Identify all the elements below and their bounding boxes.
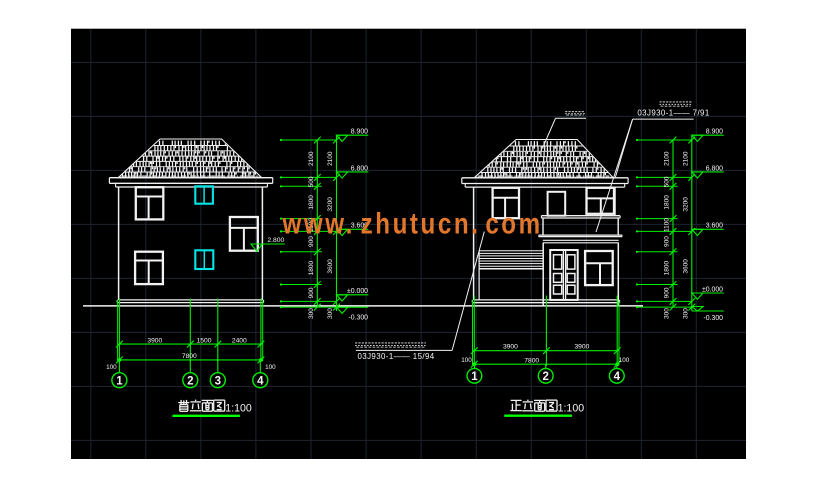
svg-text:100: 100 [106,364,117,371]
svg-text:www.zhutucn.com: www.zhutucn.com [282,207,543,240]
svg-text:1800: 1800 [664,260,671,275]
svg-text:1: 1 [116,375,123,387]
svg-text:4: 4 [614,371,621,383]
svg-text:2400: 2400 [232,337,247,344]
svg-text:100: 100 [461,357,472,364]
svg-text:1800: 1800 [664,195,671,210]
svg-text:900: 900 [308,287,315,298]
svg-text:500: 500 [664,176,671,187]
svg-text:2100: 2100 [327,151,334,166]
svg-text:2.800: 2.800 [267,237,284,244]
svg-text:300: 300 [664,308,671,319]
svg-text:1: 1 [471,371,478,383]
svg-text:3900: 3900 [147,337,162,344]
svg-text:2100: 2100 [308,151,315,166]
svg-text:-0.300: -0.300 [703,315,723,322]
svg-text:2100: 2100 [664,151,671,166]
svg-text:300: 300 [682,308,689,319]
svg-text:100: 100 [265,364,276,371]
svg-text:8.900: 8.900 [351,129,368,136]
svg-text:3200: 3200 [682,197,689,212]
svg-text:1800: 1800 [308,195,315,210]
svg-text:500: 500 [308,176,315,187]
svg-text:2: 2 [542,371,548,383]
svg-text:1:100: 1:100 [558,403,585,415]
svg-text:1100: 1100 [664,218,671,232]
svg-text:300: 300 [308,308,315,319]
svg-text:300: 300 [327,308,334,319]
svg-text:2100: 2100 [682,151,689,166]
svg-text:6.800: 6.800 [706,165,723,172]
svg-text:7800: 7800 [182,353,197,360]
svg-text:3: 3 [215,375,221,387]
svg-text:3600: 3600 [327,259,334,274]
svg-text:4: 4 [257,375,264,387]
svg-text:3600: 3600 [682,259,689,274]
svg-text:900: 900 [664,287,671,298]
svg-text:-0.300: -0.300 [348,315,368,322]
svg-text:900: 900 [664,236,671,247]
svg-text:3.600: 3.600 [351,223,368,230]
svg-text:1800: 1800 [308,260,315,275]
svg-text:3900: 3900 [574,344,589,351]
svg-text:900: 900 [308,236,315,247]
svg-text:8.900: 8.900 [706,129,723,136]
svg-text:3.600: 3.600 [706,223,723,230]
svg-text:3900: 3900 [503,344,518,351]
svg-text:2: 2 [187,375,193,387]
svg-text:1100: 1100 [308,218,315,232]
svg-text:03J930-1—— 7/91: 03J930-1—— 7/91 [637,108,709,117]
svg-text:3200: 3200 [327,197,334,212]
svg-text:1:100: 1:100 [225,403,252,415]
svg-text:±0.000: ±0.000 [702,286,723,293]
svg-text:6.800: 6.800 [351,165,368,172]
svg-text:±0.000: ±0.000 [347,288,368,295]
svg-text:7800: 7800 [524,358,539,365]
svg-text:03J930-1—— 15/94: 03J930-1—— 15/94 [358,352,435,361]
svg-text:1500: 1500 [197,337,212,344]
svg-text:100: 100 [619,357,630,364]
